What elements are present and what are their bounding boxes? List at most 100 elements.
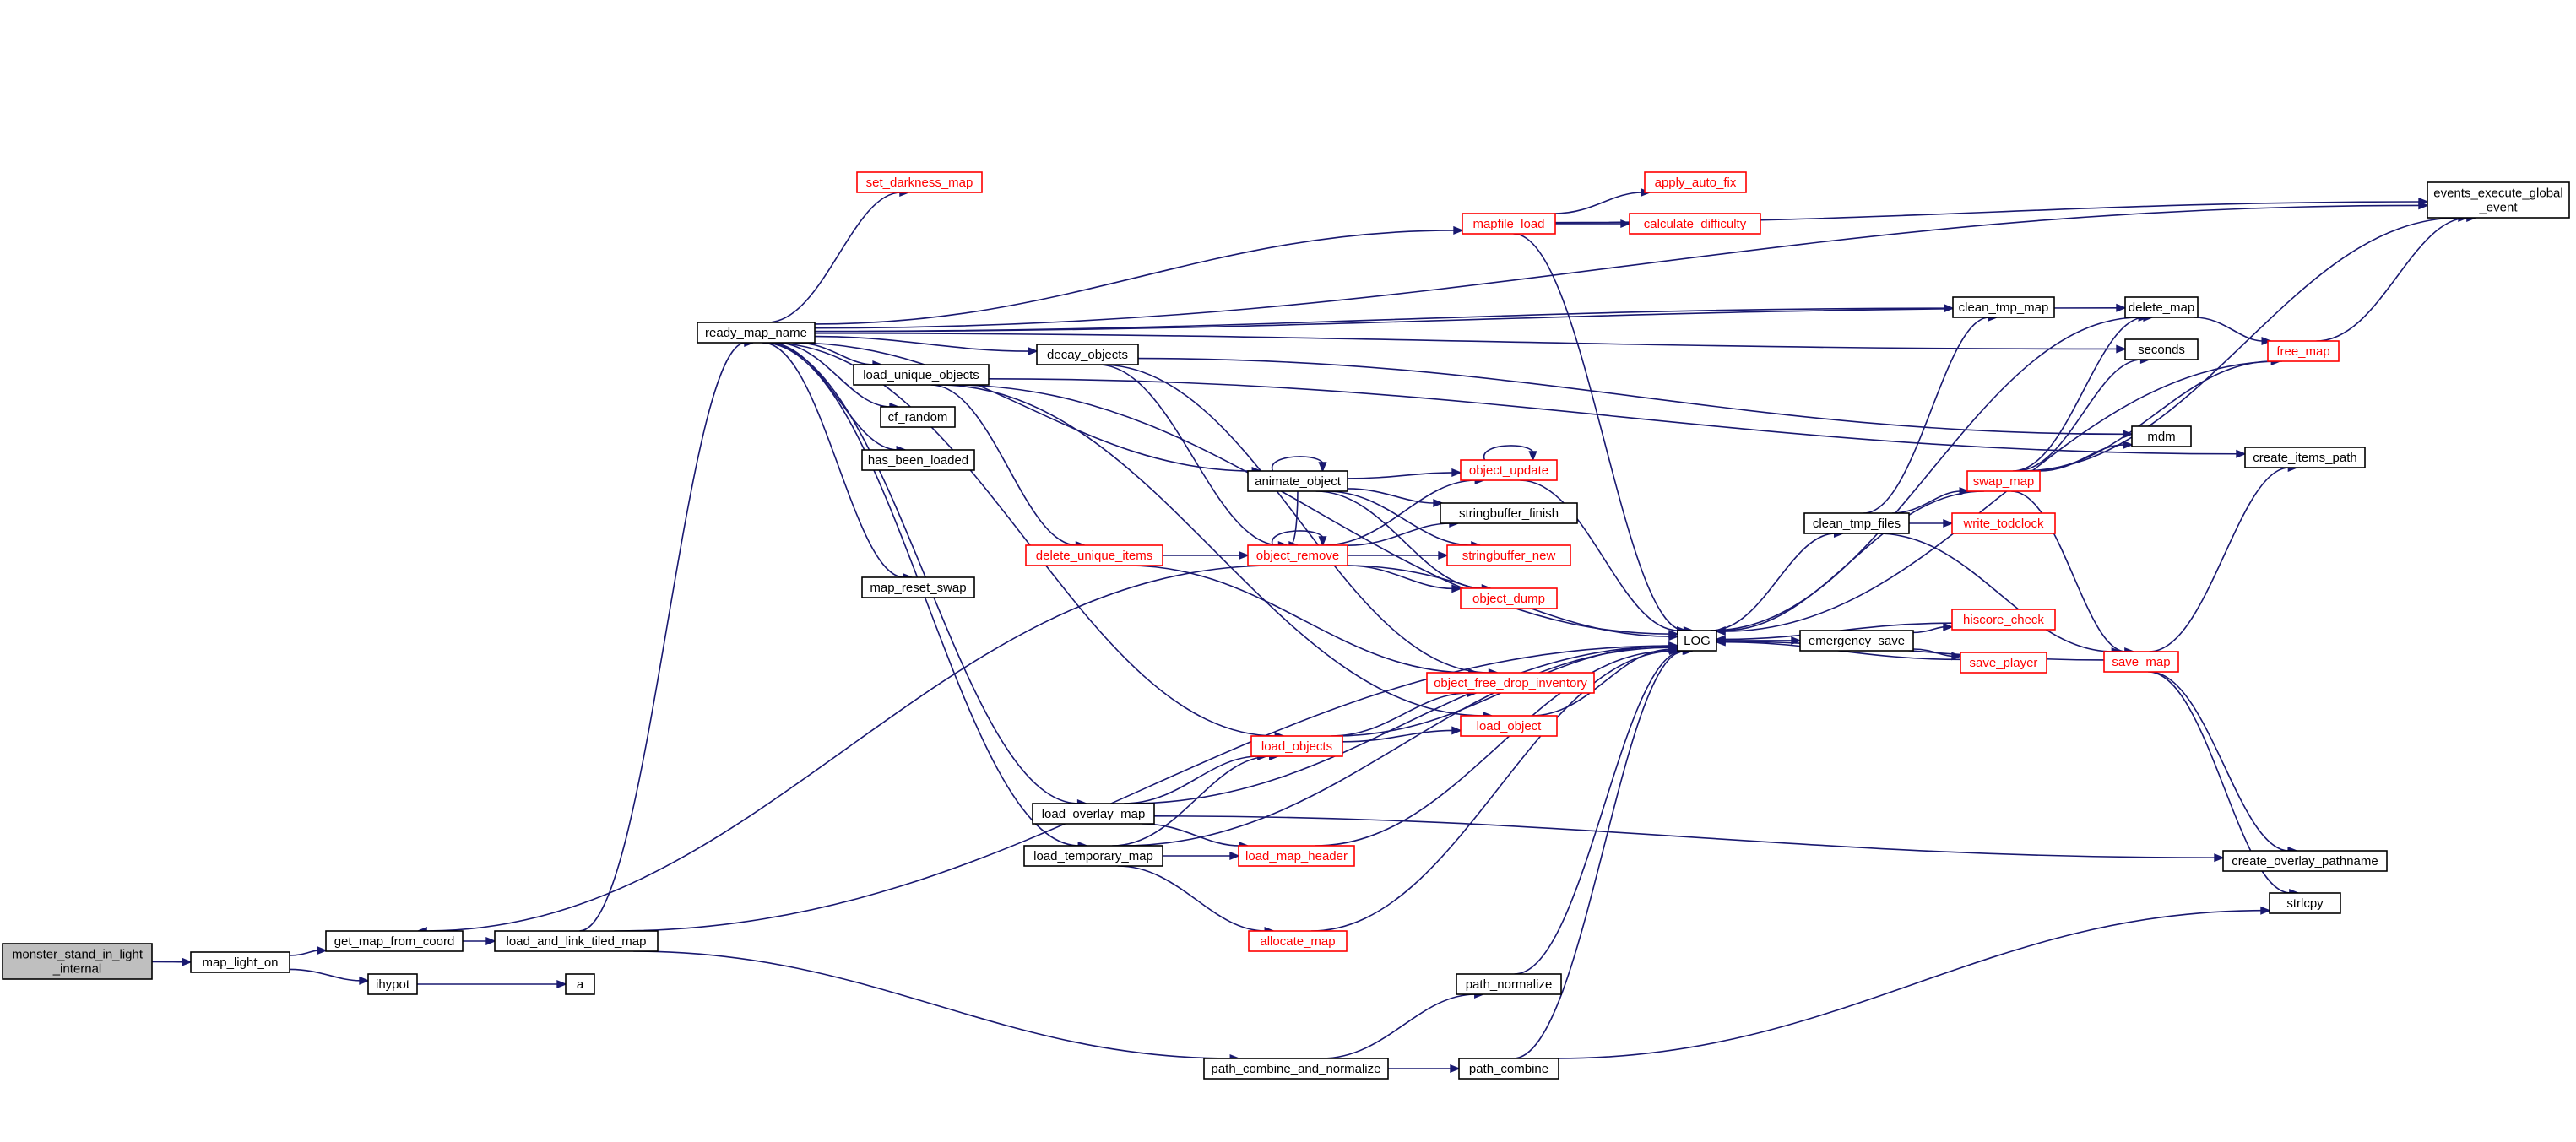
node-label: object_remove [1256,549,1339,563]
node-animate_object[interactable]: animate_object [1247,470,1348,492]
edge-emergency_save-to-hiscore_check [1912,622,1954,634]
node-swap_map[interactable]: swap_map [1966,470,2041,492]
edge-arrowhead [1438,550,1449,560]
edge-monster_stand-to-map_light_on [151,957,193,966]
node-map_reset_swap[interactable]: map_reset_swap [861,576,975,598]
node-events_execute_global_event[interactable]: events_execute_global_event [2427,181,2570,219]
edge-arrowhead [1620,219,1631,229]
node-delete_map[interactable]: delete_map [2124,296,2199,318]
node-mdm[interactable]: mdm [2131,425,2192,447]
node-label: has_been_loaded [868,453,968,468]
node-box [1803,512,1910,534]
node-map_light_on[interactable]: map_light_on [190,951,290,973]
node-object_free_drop_inventory[interactable]: object_free_drop_inventory [1426,672,1595,694]
edge-object_update-to-object_update [1483,445,1537,462]
edge-line [1711,317,2140,631]
node-LOG[interactable]: LOG [1677,630,1717,652]
node-strlcpy[interactable]: strlcpy [2269,892,2341,914]
node-apply_auto_fix[interactable]: apply_auto_fix [1644,171,1747,193]
node-load_temporary_map[interactable]: load_temporary_map [1023,845,1163,867]
node-box [1960,652,2047,674]
edge-load_temporary_map-to-allocate_map [1117,865,1276,936]
node-delete_unique_items[interactable]: delete_unique_items [1025,544,1163,566]
node-seconds[interactable]: seconds [2124,338,2199,360]
edge-arrowhead [1528,451,1537,462]
node-box [1629,213,1761,235]
node-path_combine_and_normalize[interactable]: path_combine_and_normalize [1203,1058,1389,1080]
edge-load_objects-to-load_object [1342,726,1462,743]
node-stringbuffer_finish[interactable]: stringbuffer_finish [1440,502,1578,524]
node-box [1203,1058,1389,1080]
edge-line [614,645,1671,932]
node-box [565,973,595,995]
node-load_and_link_tiled_map[interactable]: load_and_link_tiled_map [494,930,659,952]
edge-line [1912,625,1945,634]
node-box [1426,672,1595,694]
node-calculate_difficulty[interactable]: calculate_difficulty [1629,213,1761,235]
edge-arrowhead [2236,449,2247,458]
node-hiscore_check[interactable]: hiscore_check [1951,609,2056,631]
node-load_objects[interactable]: load_objects [1250,735,1343,757]
node-object_remove[interactable]: object_remove [1247,544,1348,566]
node-has_been_loaded[interactable]: has_been_loaded [861,449,975,471]
node-label: object_update [1469,463,1548,478]
edge-line [1513,233,1685,631]
node-clean_tmp_map[interactable]: clean_tmp_map [1952,296,2055,318]
node-path_combine[interactable]: path_combine [1458,1058,1559,1080]
node-write_todclock[interactable]: write_todclock [1951,512,2056,534]
node-load_map_header[interactable]: load_map_header [1238,845,1355,867]
node-allocate_map[interactable]: allocate_map [1248,930,1348,952]
node-object_update[interactable]: object_update [1460,459,1558,481]
edge-path_combine_and_normalize-to-path_normalize [1321,989,1485,1059]
node-save_map[interactable]: save_map [2103,651,2179,673]
node-get_map_from_coord[interactable]: get_map_from_coord [325,930,464,952]
node-box [1966,470,2041,492]
edge-line [793,342,1254,472]
node-label: stringbuffer_new [1462,549,1556,563]
node-label: animate_object [1255,474,1342,489]
edge-arrowhead [1239,550,1250,560]
node-box [1247,470,1348,492]
node-stringbuffer_new[interactable]: stringbuffer_new [1446,544,1571,566]
node-clean_tmp_files[interactable]: clean_tmp_files [1803,512,1910,534]
node-box [1460,459,1558,481]
node-load_unique_objects[interactable]: load_unique_objects [853,364,990,386]
node-box [2124,338,2199,360]
edge-line [1554,192,1642,214]
edge-load_overlay_map-to-create_overlay_pathname [1153,815,2225,863]
node-save_player[interactable]: save_player [1960,652,2047,674]
node-load_overlay_map[interactable]: load_overlay_map [1032,803,1155,825]
edge-line [1342,729,1454,743]
node-label: load_temporary_map [1033,849,1153,863]
node-emergency_save[interactable]: emergency_save [1799,630,1914,652]
node-box [1025,544,1163,566]
node-create_overlay_pathname[interactable]: create_overlay_pathname [2222,850,2388,872]
node-ihypot[interactable]: ihypot [367,973,418,995]
edge-line [2021,217,2460,472]
edge-get_map_from_coord-to-load_and_link_tiled_map [463,936,496,946]
node-decay_objects[interactable]: decay_objects [1036,344,1139,365]
node-box [2222,850,2388,872]
edge-line [1723,490,1984,631]
edge-line [1877,533,2113,652]
node-ready_map_name[interactable]: ready_map_name [697,322,816,344]
node-box [856,171,983,193]
node-path_normalize[interactable]: path_normalize [1456,973,1562,995]
edge-line [768,342,898,451]
edge-line [1137,357,2125,436]
node-load_object[interactable]: load_object [1460,715,1558,737]
edge-load_and_link_tiled_map-to-ready_map_name [579,338,755,932]
edge-line [1326,490,1472,546]
node-create_items_path[interactable]: create_items_path [2244,447,2366,468]
node-box [2244,447,2366,468]
node-a[interactable]: a [565,973,595,995]
edge-load_overlay_map-to-LOG [1128,641,1679,804]
node-label: get_map_from_coord [334,934,455,949]
node-box [1462,213,1556,235]
node-mapfile_load[interactable]: mapfile_load [1462,213,1556,235]
node-set_darkness_map[interactable]: set_darkness_map [856,171,983,193]
node-free_map[interactable]: free_map [2267,340,2340,362]
edge-LOG-to-delete_map [1711,312,2150,631]
node-object_dump[interactable]: object_dump [1460,587,1558,609]
node-cf_random[interactable]: cf_random [880,406,956,428]
